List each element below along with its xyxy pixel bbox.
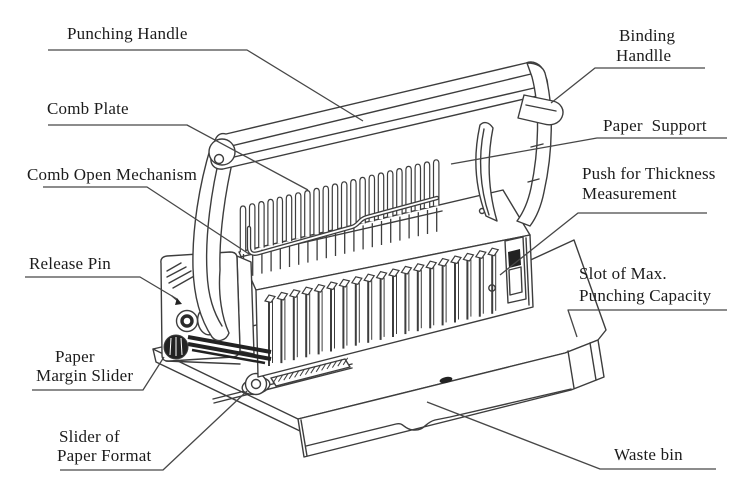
paper-support <box>475 121 498 222</box>
leader-slider-of-paper-format <box>60 390 248 471</box>
leader-comb-plate <box>48 124 309 191</box>
leader-comb-open-mechanism <box>43 186 250 255</box>
label-binding-handle-line1: Binding <box>619 26 676 45</box>
label-comb-open-mechanism: Comb Open Mechanism <box>27 165 197 184</box>
label-slider-of-paper-format-line2: Paper Format <box>57 446 152 465</box>
label-slot-max-punching-line1: Slot of Max. <box>579 264 667 283</box>
leader-paper-margin-slider <box>32 356 165 391</box>
base-screw-hole <box>439 376 453 384</box>
leader-paper-support <box>450 137 727 165</box>
release-pin <box>171 295 199 333</box>
leader-binding-handle <box>550 67 705 104</box>
label-push-for-thickness-line2: Measurement <box>582 184 677 203</box>
leader-push-for-thickness <box>499 212 707 276</box>
punching-handle <box>210 61 549 170</box>
paper-margin-slider <box>163 334 272 365</box>
screw-icon <box>488 284 496 292</box>
leader-punching-handle <box>48 49 364 122</box>
ruler-ticks <box>272 357 349 384</box>
label-paper-support: Paper Support <box>603 116 707 135</box>
leader-release-pin <box>25 276 178 300</box>
thickness-measurement-latch <box>504 236 527 304</box>
label-comb-plate: Comb Plate <box>47 99 129 118</box>
waste-bin <box>297 339 605 458</box>
punch-pins <box>242 207 438 278</box>
leader-lines <box>25 49 727 471</box>
arm-pivot <box>208 138 236 166</box>
comb-open-mechanism <box>246 195 440 256</box>
vent-lines <box>166 262 197 289</box>
leader-slot-max-punching <box>567 309 727 338</box>
label-binding-handle-line2: Handlle <box>616 46 672 65</box>
comb-plate <box>239 159 440 252</box>
leader-waste-bin <box>426 401 716 470</box>
label-waste-bin: Waste bin <box>614 445 683 464</box>
label-slider-of-paper-format-line1: Slider of <box>59 427 120 446</box>
label-slot-max-punching-line2: Punching Capacity <box>579 286 712 305</box>
slider-of-paper-format <box>212 357 353 404</box>
label-punching-handle: Punching Handle <box>67 24 188 43</box>
label-release-pin: Release Pin <box>29 254 111 273</box>
label-paper-margin-slider-line2: Margin Slider <box>36 366 134 385</box>
label-paper-margin-slider-line1: Paper <box>55 347 95 366</box>
slot-max-punching-capacity <box>567 342 597 389</box>
label-push-for-thickness-line1: Push for Thickness <box>582 164 716 183</box>
punching-handle-arm <box>192 144 235 342</box>
punch-die-slots <box>264 247 500 366</box>
